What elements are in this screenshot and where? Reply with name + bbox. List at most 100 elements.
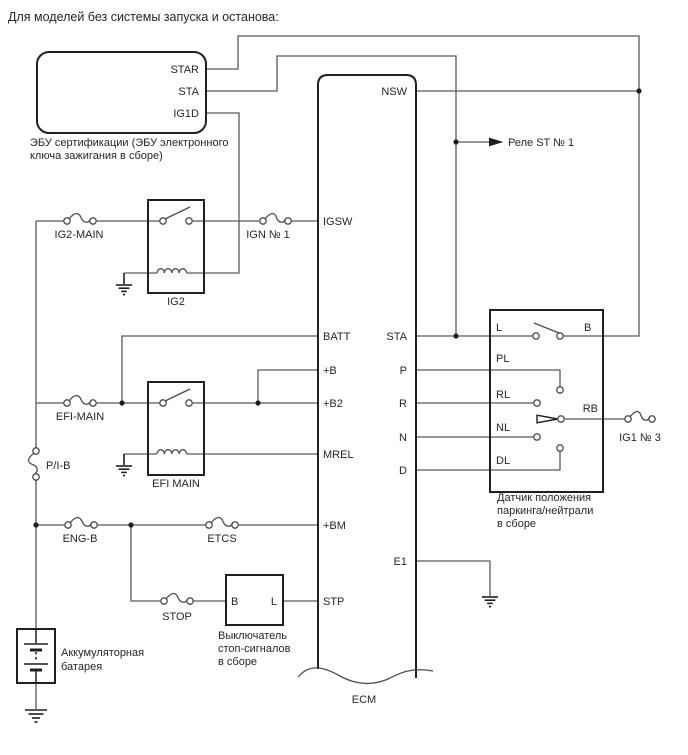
pnp-sensor-box xyxy=(489,309,604,493)
pin-label-b: B xyxy=(584,322,591,334)
pin-label-rl: RL xyxy=(496,389,510,401)
fuse-icon xyxy=(264,212,287,223)
pin-label-r: R xyxy=(399,398,407,410)
fusible-link-pib-label: P/I-B xyxy=(46,460,70,472)
arrow-right-icon xyxy=(489,137,504,147)
pin-label-nl: NL xyxy=(496,422,510,434)
wire-plusb-branch xyxy=(257,369,318,403)
certification-ecu: STAR STA IG1D ЭБУ сертификации (ЭБУ элек… xyxy=(30,51,228,162)
wire-batt-branch xyxy=(121,335,318,403)
certification-ecu-label-1: ЭБУ сертификации (ЭБУ электронного xyxy=(30,137,228,149)
pin-label-l: L xyxy=(496,322,502,334)
stop-lamp-switch: B L Выключатель стоп-сигналов в сборе xyxy=(218,574,291,668)
fuse-ign-no1-label: IGN № 1 xyxy=(246,229,290,241)
pin-label-batt: BATT xyxy=(323,331,351,343)
fuse-stop: STOP xyxy=(160,592,194,623)
battery-icon xyxy=(24,629,48,683)
pin-label-ig1d: IG1D xyxy=(173,108,199,120)
pin-label-d: D xyxy=(399,465,407,477)
fusible-link-pib: P/I-B xyxy=(27,447,70,481)
pin-label-sta: STA xyxy=(386,331,407,343)
ground-icon xyxy=(116,454,132,477)
ecm-box xyxy=(317,74,417,678)
fuse-eng-b: ENG-B xyxy=(63,516,98,545)
fuse-ig2-main: IG2-MAIN xyxy=(55,212,104,241)
switch-blade-icon xyxy=(164,206,191,220)
wires xyxy=(35,35,640,709)
fuse-efi-main: EFI-MAIN xyxy=(56,394,104,423)
ig2-relay: IG2 xyxy=(116,199,205,308)
rotary-wiper-icon xyxy=(536,414,558,424)
pin-label-rb: RB xyxy=(583,403,598,415)
fuse-ig2-main-label: IG2-MAIN xyxy=(55,229,104,241)
efi-main-relay-label: EFI MAIN xyxy=(152,478,200,490)
fuse-ig1-no3-label: IG1 № 3 xyxy=(619,432,661,444)
st-relay-reference: Реле ST № 1 xyxy=(489,137,574,149)
pin-label-plus-b2: +B2 xyxy=(323,398,343,410)
wire-sta-vertical xyxy=(206,55,457,336)
pin-label-mrel: MREL xyxy=(323,449,354,461)
pnp-sensor-label-1: Датчик положения xyxy=(497,492,591,504)
pin-label-dl: DL xyxy=(496,455,510,467)
battery-label-2: батарея xyxy=(61,661,102,673)
pin-label-star: STAR xyxy=(170,64,199,76)
fuse-stop-label: STOP xyxy=(162,611,192,623)
diagram-title: Для моделей без системы запуска и остано… xyxy=(8,10,279,24)
switch-blade-icon xyxy=(164,388,191,402)
fuse-eng-b-label: ENG-B xyxy=(63,533,98,545)
wire-d xyxy=(416,451,561,471)
fuse-icon xyxy=(69,516,93,527)
battery-label-1: Аккумуляторная xyxy=(61,647,144,659)
efi-main-relay-box xyxy=(147,381,205,476)
ig2-relay-box xyxy=(147,199,205,294)
fuse-icon xyxy=(68,212,92,223)
fuse-ig1-no3: IG1 № 3 xyxy=(619,410,661,444)
pnp-sensor-label-3: в сборе xyxy=(497,518,536,530)
pnp-sensor: L B PL RL NL DL RB Датчик положения парк… xyxy=(489,309,604,530)
ground-icon xyxy=(116,273,132,296)
stop-lamp-switch-label-1: Выключатель xyxy=(218,630,287,642)
fuse-icon xyxy=(165,592,189,603)
fuse-etcs: ETCS xyxy=(205,516,239,545)
ecm-torn-edge xyxy=(297,667,434,685)
certification-ecu-box xyxy=(36,51,207,134)
stop-lamp-switch-label-3: в сборе xyxy=(218,656,257,668)
ground-icon-e1 xyxy=(482,596,498,608)
pin-label-plus-b: +B xyxy=(323,365,337,377)
certification-ecu-label-2: ключа зажигания в сборе) xyxy=(30,150,163,162)
pin-label-n: N xyxy=(399,432,407,444)
pin-label-e1: E1 xyxy=(394,556,407,568)
pin-label-igsw: IGSW xyxy=(323,216,353,228)
st-relay-label: Реле ST № 1 xyxy=(508,137,574,149)
fusible-link-icon xyxy=(27,452,38,476)
fuse-etcs-label: ETCS xyxy=(207,533,236,545)
pin-label-pl: PL xyxy=(496,353,509,365)
ecm-label: ECM xyxy=(352,694,376,706)
pin-label-l-switch: L xyxy=(271,596,277,608)
pin-label-b-switch: B xyxy=(231,596,238,608)
wire-star-to-b xyxy=(206,35,640,337)
fuse-ign-no1: IGN № 1 xyxy=(246,212,292,241)
fuse-efi-main-label: EFI-MAIN xyxy=(56,411,104,423)
ground-icon xyxy=(25,709,47,723)
wire-p xyxy=(416,369,561,387)
stop-lamp-switch-box xyxy=(225,574,284,626)
coil-icon xyxy=(156,268,188,274)
junction-dots xyxy=(33,88,642,528)
coil-icon xyxy=(156,449,188,455)
fuse-icon xyxy=(629,410,651,421)
pin-label-p: P xyxy=(400,365,407,377)
pin-label-nsw: NSW xyxy=(381,86,407,98)
switch-blade-icon xyxy=(533,322,560,334)
wire-e1-ground xyxy=(416,560,491,596)
fuse-icon xyxy=(68,394,92,405)
pnp-sensor-label-2: паркинга/нейтрали xyxy=(497,505,593,517)
fuse-icon xyxy=(210,516,234,527)
ig2-relay-label: IG2 xyxy=(167,296,185,308)
ecm: ECM NSW STA P R N D E1 IGSW BATT +B +B2 … xyxy=(297,74,434,706)
efi-main-relay: EFI MAIN xyxy=(116,381,205,490)
wire-ig1d-to-coil xyxy=(186,112,240,274)
stop-lamp-switch-label-2: стоп-сигналов xyxy=(218,643,291,655)
